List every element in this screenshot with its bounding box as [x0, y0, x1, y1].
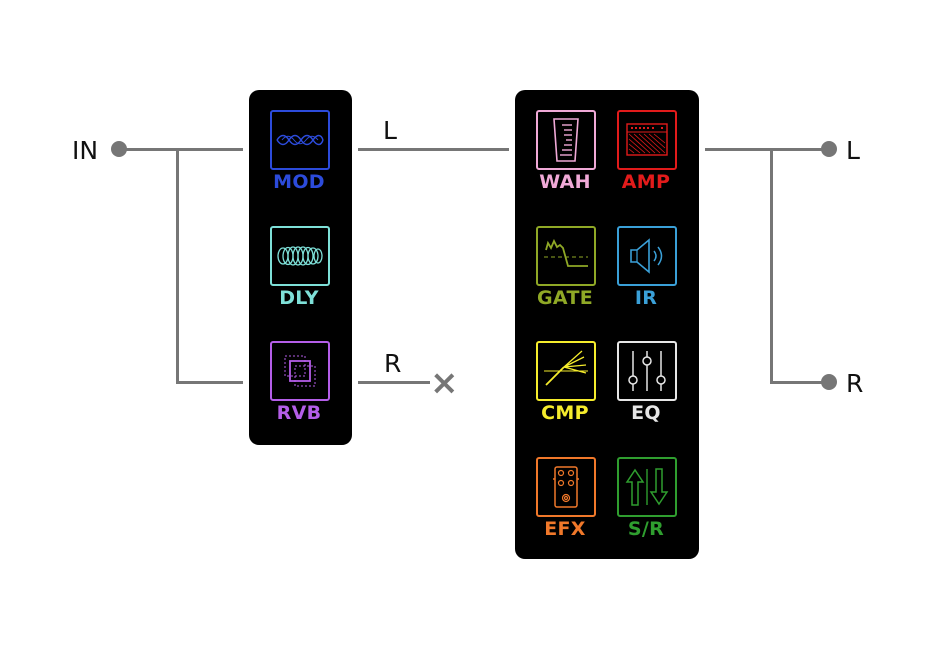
block-dly[interactable]: DLY: [255, 226, 347, 336]
left-path-wire: [358, 148, 509, 151]
input-split-vertical: [176, 148, 179, 384]
mod-label: MOD: [273, 171, 325, 193]
block-cmp[interactable]: CMP: [521, 341, 613, 451]
gate-tile[interactable]: [536, 226, 596, 286]
output-split-vertical: [770, 148, 773, 384]
mod-tile[interactable]: [270, 110, 330, 170]
efx-label: EFX: [544, 518, 586, 540]
block-efx[interactable]: EFX: [521, 457, 613, 567]
wah-label: WAH: [539, 171, 591, 193]
input-wire: [119, 148, 243, 151]
wave-icon: [276, 134, 324, 146]
eq-label: EQ: [631, 402, 661, 424]
nested-squares-icon: [284, 355, 316, 387]
efx-tile[interactable]: [536, 457, 596, 517]
right-path-terminated-icon: ×: [430, 363, 459, 403]
split-right-label: R: [384, 349, 402, 378]
coil-icon: [277, 246, 323, 266]
output-right-jack[interactable]: [821, 374, 837, 390]
gate-curve-icon: [544, 238, 588, 267]
main-effects-panel: WAH: [515, 90, 699, 559]
output-right-label: R: [846, 369, 864, 398]
stereo-effects-panel: MOD DLY: [249, 90, 352, 445]
cmp-tile[interactable]: [536, 341, 596, 401]
block-wah[interactable]: WAH: [521, 110, 613, 220]
wah-pedal-icon: [553, 118, 579, 162]
sr-tile[interactable]: [617, 457, 677, 517]
block-mod[interactable]: MOD: [255, 110, 347, 220]
output-left-label: L: [846, 136, 860, 165]
block-sr[interactable]: S/R: [602, 457, 694, 567]
block-ir[interactable]: IR: [602, 226, 694, 336]
block-amp[interactable]: AMP: [602, 110, 694, 220]
block-eq[interactable]: EQ: [602, 341, 694, 451]
speaker-icon: [630, 238, 663, 274]
output-wire-left: [705, 148, 829, 151]
input-split-bottom: [176, 381, 243, 384]
split-left-label: L: [383, 116, 397, 145]
rvb-tile[interactable]: [270, 341, 330, 401]
stompbox-icon: [553, 466, 579, 508]
ir-tile[interactable]: [617, 226, 677, 286]
output-wire-right: [770, 381, 829, 384]
send-return-icon: [625, 468, 669, 506]
ir-label: IR: [634, 287, 658, 309]
amp-label: AMP: [621, 171, 671, 193]
dly-tile[interactable]: [270, 226, 330, 286]
compressor-icon: [544, 350, 588, 386]
block-rvb[interactable]: RVB: [255, 341, 347, 451]
eq-sliders-icon: [628, 351, 666, 391]
dly-label: DLY: [279, 287, 319, 309]
cmp-label: CMP: [541, 402, 589, 424]
output-left-jack[interactable]: [821, 141, 837, 157]
block-gate[interactable]: GATE: [521, 226, 613, 336]
eq-tile[interactable]: [617, 341, 677, 401]
amp-head-icon: [626, 123, 668, 156]
rvb-label: RVB: [276, 402, 322, 424]
sr-label: S/R: [627, 518, 665, 540]
wah-tile[interactable]: [536, 110, 596, 170]
amp-tile[interactable]: [617, 110, 677, 170]
gate-label: GATE: [537, 287, 593, 309]
input-label: IN: [72, 136, 99, 165]
right-path-wire: [358, 381, 430, 384]
